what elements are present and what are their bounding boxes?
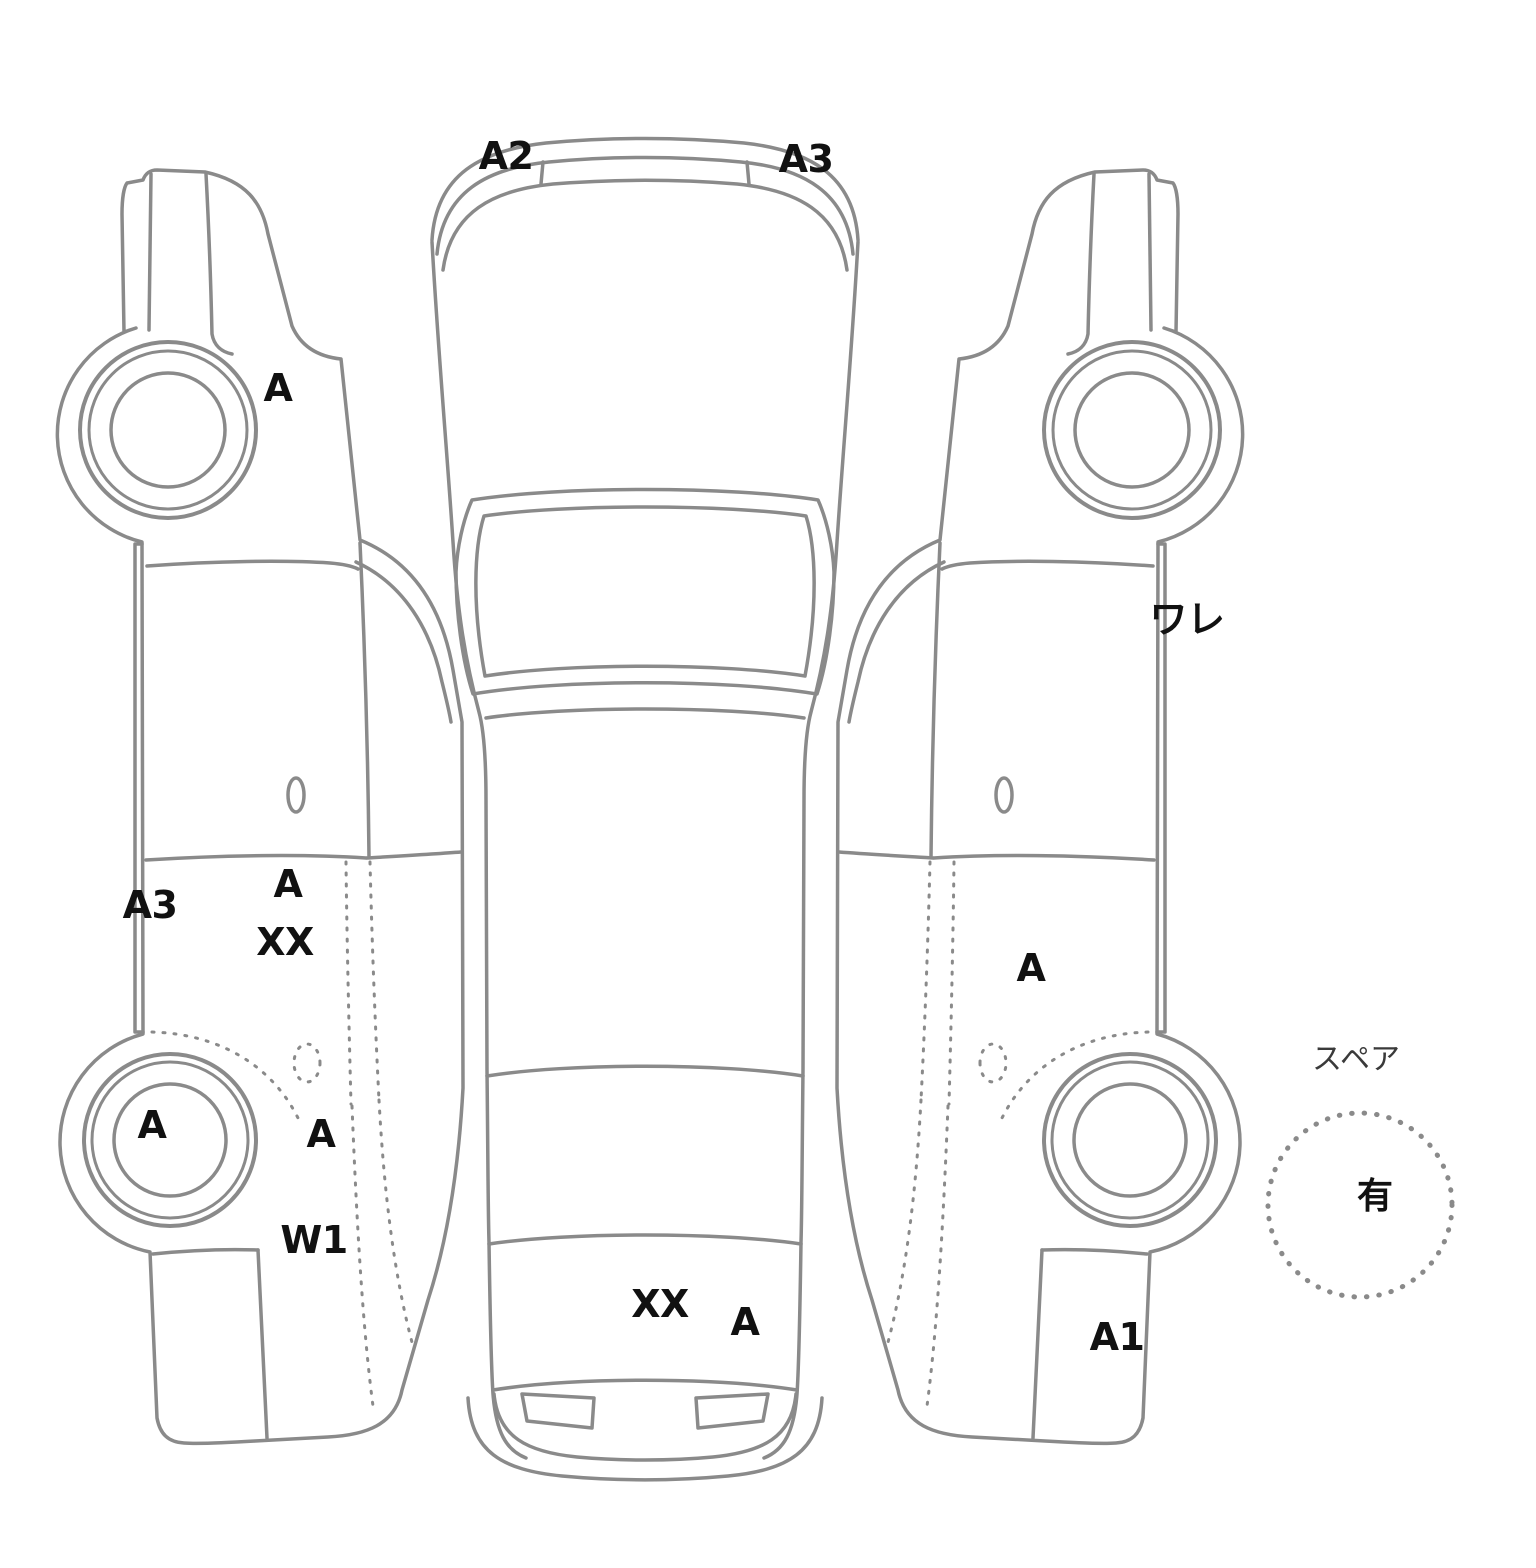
windshield-edge: [354, 560, 453, 724]
front-bumper-arc-mid: [435, 155, 855, 256]
body-side-left: [430, 240, 528, 1460]
body-side-right: [762, 240, 860, 1460]
damage-marker-A: A: [730, 1300, 760, 1344]
center-door-seam: [144, 853, 368, 862]
damage-marker-A: A: [263, 366, 293, 410]
front-bumper-seam: [204, 172, 234, 356]
rear-bumper-arc-outer: [466, 1396, 824, 1482]
damage-marker-A3: A3: [122, 883, 178, 927]
damage-marker-A: A: [306, 1112, 336, 1156]
damage-marker-A3: A3: [778, 137, 834, 181]
damage-marker-A1: A1: [1089, 1315, 1145, 1359]
damage-marker-XX: XX: [256, 920, 314, 964]
spare-tire: [1265, 1110, 1455, 1300]
top-view: [430, 136, 860, 1482]
rear-window-line: [491, 1378, 799, 1392]
front-wheel: [78, 340, 258, 520]
damage-marker-XX: XX: [631, 1282, 689, 1326]
tail-light-right: [694, 1392, 770, 1430]
rear-corner-seam: [256, 1248, 269, 1440]
rocker-line: [133, 542, 145, 1034]
front-bumper-arc-outer: [430, 136, 860, 242]
damage-marker-A2: A2: [478, 134, 534, 178]
dotted-details: [150, 860, 415, 1408]
rear-wheel: [82, 1052, 258, 1228]
roof-front-line: [484, 707, 806, 720]
windshield-inner: [474, 505, 816, 678]
damage-marker-ワレ: ワレ: [1149, 597, 1225, 642]
beltline: [358, 541, 371, 859]
rear-bumper-seam: [151, 1247, 260, 1256]
side-silhouette: [55, 168, 465, 1446]
front-door-seam: [145, 559, 360, 571]
hood-seam-ticks: [539, 160, 751, 186]
damage-marker-A: A: [137, 1103, 167, 1147]
headlight-seam: [147, 172, 153, 332]
rear-bumper-arc-inner: [492, 1392, 798, 1462]
windshield-outer: [454, 487, 836, 696]
spare-tire-status: 有: [1356, 1176, 1394, 1217]
right-side-view: [835, 168, 1245, 1446]
spare-tire-label: スペア: [1312, 1042, 1400, 1077]
spare-tire-circle: [1265, 1110, 1455, 1300]
damage-marker-A: A: [1016, 946, 1046, 990]
b-pillar-line: [365, 850, 463, 860]
front-bumper-arc-inner: [441, 178, 849, 272]
damage-marker-W1: W1: [280, 1218, 348, 1262]
roof-rear-line: [485, 1064, 805, 1078]
tail-light-left: [520, 1392, 596, 1430]
left-side-view: [55, 168, 465, 1446]
damage-marker-A: A: [273, 862, 303, 906]
trunk-line: [487, 1233, 803, 1246]
door-handle: [286, 776, 306, 814]
